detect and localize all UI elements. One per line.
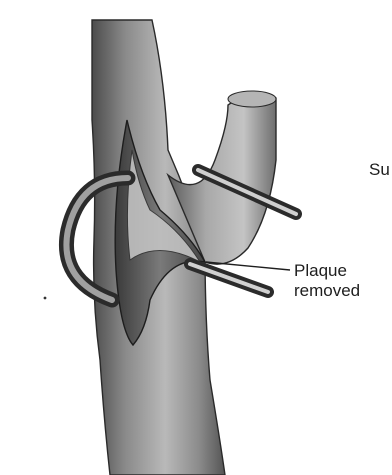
plaque-label-line1: Plaque [294,261,360,281]
plaque-removed-label: Plaque removed [294,261,360,301]
branch-artery-top [228,91,276,107]
speck [44,297,47,300]
cropped-label: Su [369,160,390,180]
plaque-label-line2: removed [294,281,360,301]
